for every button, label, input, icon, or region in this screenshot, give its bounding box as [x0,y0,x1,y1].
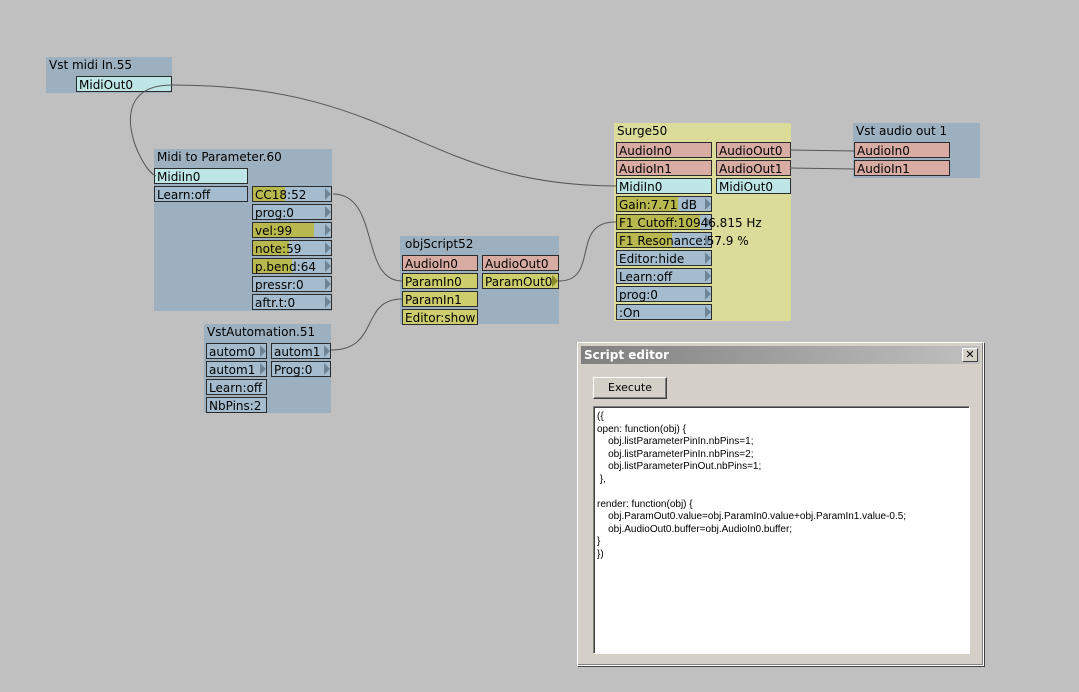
gain-param-pin[interactable]: Gain:7.71 dB [616,196,712,212]
audio-out0-pin[interactable]: AudioOut0 [482,255,559,271]
autom0-in-pin[interactable]: autom0 [206,343,267,359]
midi-out0-pin[interactable]: MidiOut0 [716,178,791,194]
editor-toggle[interactable]: Editor:show [402,309,478,325]
param-level-fill [253,187,285,201]
nbpins-field[interactable]: NbPins:2 [206,397,267,413]
vst-automation-node[interactable]: VstAutomation.51 autom0 autom1 Learn:off… [204,324,331,413]
node-title: Vst midi In.55 [49,58,132,72]
node-title: Surge50 [617,124,668,138]
param-level-fill [617,197,679,211]
window-title: Script editor [584,348,670,362]
autom1-in-pin[interactable]: autom1 [206,361,267,377]
param-level-fill [253,223,314,237]
editor-toggle[interactable]: Editor:hide [616,250,712,266]
script-editor-titlebar[interactable]: Script editor ✕ [581,346,980,364]
midi-out0-pin[interactable]: MidiOut0 [76,76,172,92]
param-out0-pin[interactable]: ParamOut0 [482,273,559,289]
cable-cc18-to-paramin0 [332,193,403,282]
prog-out-pin[interactable]: Prog:0 [271,361,331,377]
node-title: Midi to Parameter.60 [157,150,282,164]
cable-paramout0-to-surge-cutoff [558,221,617,282]
close-icon: ✕ [965,348,975,361]
midi-in0-pin[interactable]: MidiIn0 [154,168,248,184]
learn-toggle[interactable]: Learn:off [616,268,712,284]
autom1-out-pin[interactable]: autom1 [271,343,331,359]
pbend-param-pin[interactable]: p.bend:64 [252,258,332,274]
audio-in0-pin[interactable]: AudioIn0 [402,255,478,271]
cable-automation-to-paramin1 [330,298,403,351]
vel-param-pin[interactable]: vel:99 [252,222,332,238]
obj-script-node[interactable]: objScript52 AudioIn0 ParamIn0 ParamIn1 E… [400,236,559,325]
cable-surge-out0-to-audioout-in0 [789,149,855,152]
midi-in0-pin[interactable]: MidiIn0 [616,178,712,194]
param-level-fill [253,259,292,273]
close-button[interactable]: ✕ [962,348,978,362]
aftrt-param-pin[interactable]: aftr.t:0 [252,294,332,310]
param-level-fill [617,233,672,247]
script-editor-window[interactable]: Script editor ✕ Execute ({ open: functio… [577,342,984,666]
learn-toggle[interactable]: Learn:off [206,379,267,395]
script-code-textarea[interactable]: ({ open: function(obj) { obj.listParamet… [593,406,970,654]
on-toggle[interactable]: :On [616,304,712,320]
prog-param-pin[interactable]: prog:0 [616,286,712,302]
node-title: VstAutomation.51 [207,325,316,339]
cc18-param-pin[interactable]: CC18:52 [252,186,332,202]
param-in1-pin[interactable]: ParamIn1 [402,291,478,307]
vst-midi-in-node[interactable]: Vst midi In.55 MidiOut0 [46,57,172,93]
audio-in1-pin[interactable]: AudioIn1 [616,160,712,176]
node-title: Vst audio out 1 [856,124,948,138]
audio-in0-pin[interactable]: AudioIn0 [616,142,712,158]
pressr-param-pin[interactable]: pressr:0 [252,276,332,292]
f1-cutoff-param-pin[interactable]: F1 Cutoff:10946.815 Hz [616,214,762,230]
audio-out1-pin[interactable]: AudioOut1 [716,160,791,176]
midi-to-parameter-node[interactable]: Midi to Parameter.60 MidiIn0 Learn:off C… [154,149,332,311]
param-level-fill [253,241,289,255]
learn-toggle[interactable]: Learn:off [154,186,248,202]
audio-in1-pin[interactable]: AudioIn1 [854,160,950,176]
node-title: objScript52 [405,237,474,251]
param-level-fill [617,215,700,229]
execute-button[interactable]: Execute [593,377,667,399]
f1-resonance-param-pin[interactable]: F1 Resonance:57.9 % [616,232,749,248]
vst-audio-out-node[interactable]: Vst audio out 1 AudioIn0 AudioIn1 [853,123,980,178]
prog-param-pin[interactable]: prog:0 [252,204,332,220]
note-param-pin[interactable]: note:59 [252,240,332,256]
audio-in0-pin[interactable]: AudioIn0 [854,142,950,158]
cable-surge-out1-to-audioout-in1 [789,167,855,170]
param-in0-pin[interactable]: ParamIn0 [402,273,478,289]
audio-out0-pin[interactable]: AudioOut0 [716,142,791,158]
surge-node[interactable]: Surge50 AudioIn0 AudioIn1 MidiIn0 Gain:7… [614,123,791,321]
